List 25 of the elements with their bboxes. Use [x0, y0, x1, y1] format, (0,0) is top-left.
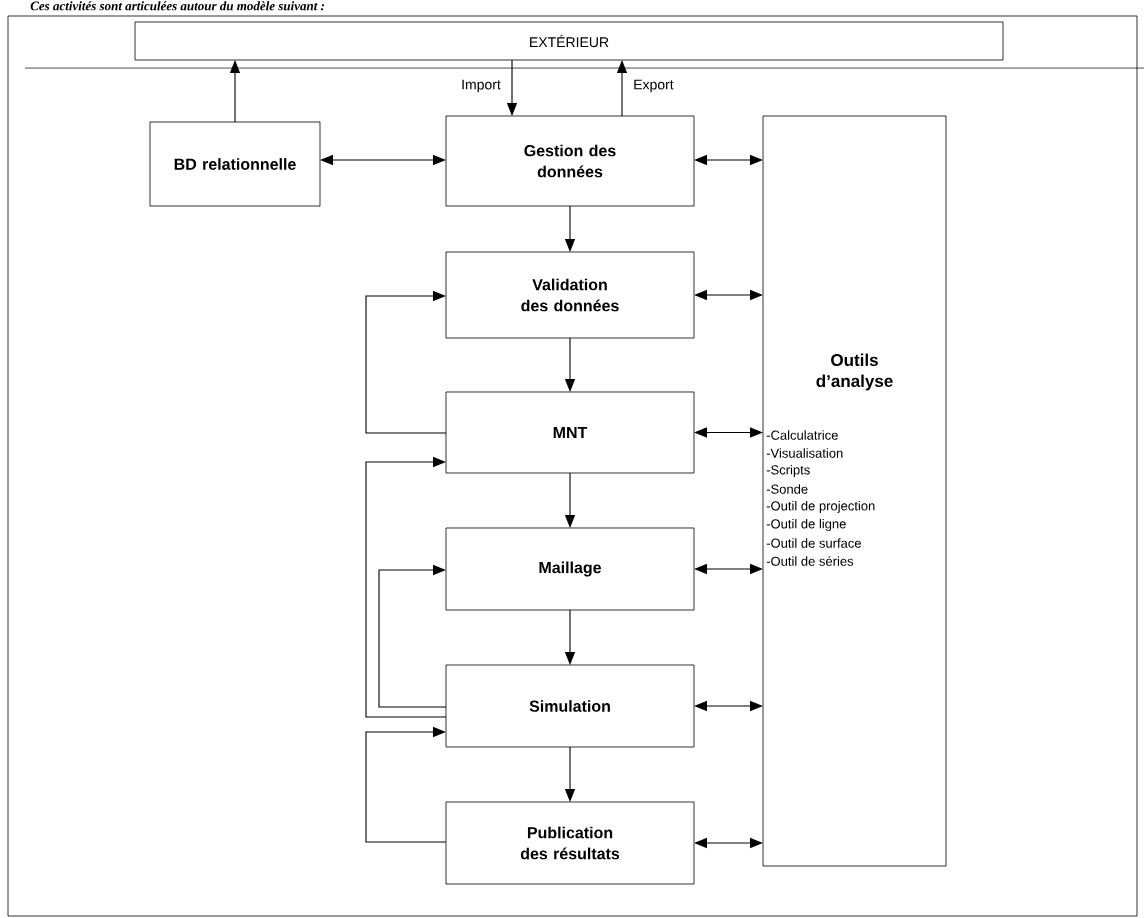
- database-box: BD relationnelle: [149, 121, 321, 207]
- process-box: Maillage: [445, 527, 695, 611]
- arrow: [378, 564, 447, 708]
- list-item: -Visualisation: [766, 448, 843, 458]
- arrow: [365, 290, 447, 434]
- list-item: -Calculatrice: [766, 430, 838, 440]
- edge-label: Export: [632, 78, 675, 94]
- list-item: -Sonde: [766, 484, 808, 494]
- arrow: [365, 456, 447, 718]
- edge-label: Import: [460, 78, 502, 94]
- process-box: Validation des données: [445, 251, 695, 339]
- process-box: MNT: [445, 391, 695, 474]
- tools-panel: [762, 115, 947, 867]
- list-item: -Outil de surface: [766, 538, 861, 548]
- process-box: Publication des résultats: [445, 801, 695, 885]
- list-item: -Outil de séries: [766, 556, 854, 566]
- process-box: Gestion des données: [445, 115, 695, 207]
- list-item: -Scripts: [766, 464, 810, 478]
- process-box: Simulation: [445, 664, 695, 748]
- intro-text: Ces activités sont articulées autour du modèle suivant :: [30, 1, 324, 11]
- outside-box: EXTÉRIEUR: [134, 21, 1004, 61]
- arrow: [365, 726, 447, 843]
- list-item: -Outil de ligne: [766, 518, 846, 532]
- list-item: -Outil de projection: [766, 500, 875, 514]
- panel-heading: Outils d’analyse: [816, 353, 893, 391]
